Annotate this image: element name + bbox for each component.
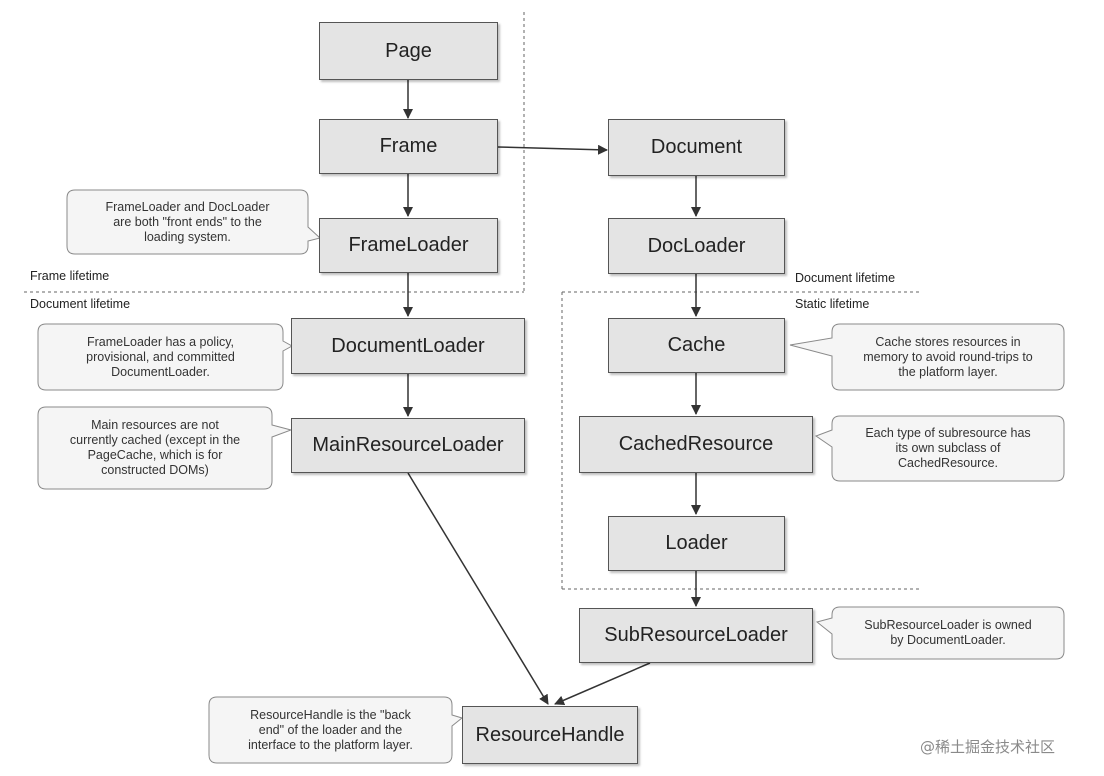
arrow-mainresourceloader-resourcehandle bbox=[407, 472, 549, 705]
note-subresource-owned-shape bbox=[815, 606, 1065, 660]
note-cache-stores-shape bbox=[789, 323, 1065, 391]
arrow-frame-document bbox=[497, 144, 608, 155]
node-frame-loader: FrameLoader bbox=[319, 218, 498, 273]
note-main-resources: Main resources are not currently cached … bbox=[69, 418, 241, 477]
node-doc-loader: DocLoader bbox=[608, 218, 785, 274]
note-resource-handle: ResourceHandle is the "back end" of the … bbox=[248, 707, 413, 752]
note-subresource-type: Each type of subresource has its own sub… bbox=[865, 426, 1031, 470]
node-document-loader: DocumentLoader bbox=[291, 318, 525, 374]
arrows bbox=[403, 80, 701, 706]
region-boundaries bbox=[24, 12, 922, 590]
node-loader: Loader bbox=[608, 516, 785, 571]
note-cache-stores: Cache stores resources in memory to avoi… bbox=[863, 334, 1033, 379]
node-sub-resource-loader: SubResourceLoader bbox=[579, 608, 813, 663]
note-policy: FrameLoader has a policy, provisional, a… bbox=[86, 334, 235, 379]
note-front-ends-shape bbox=[66, 189, 322, 255]
label-document-lifetime-right: Document lifetime bbox=[795, 271, 896, 285]
node-page: Page bbox=[319, 22, 498, 80]
arrow-subresourceloader-resourcehandle bbox=[554, 662, 651, 706]
note-policy-shape bbox=[37, 323, 294, 391]
note-main-resources-shape bbox=[37, 406, 293, 490]
node-document: Document bbox=[608, 119, 785, 176]
node-cached-resource: CachedResource bbox=[579, 416, 813, 473]
note-subresource-type-shape bbox=[814, 415, 1065, 482]
label-static-lifetime: Static lifetime bbox=[795, 297, 870, 311]
watermark-text: @稀土掘金技术社区 bbox=[920, 738, 1056, 756]
note-front-ends: FrameLoader and DocLoader are both "fron… bbox=[105, 199, 270, 244]
node-resource-handle: ResourceHandle bbox=[462, 706, 638, 764]
node-frame: Frame bbox=[319, 119, 498, 174]
note-subresource-owned: SubResourceLoader is owned by DocumentLo… bbox=[864, 618, 1032, 647]
label-frame-lifetime: Frame lifetime bbox=[30, 269, 110, 283]
label-document-lifetime-left: Document lifetime bbox=[30, 297, 131, 311]
note-resource-handle-shape bbox=[208, 696, 464, 764]
note-shapes bbox=[37, 189, 1065, 764]
node-cache: Cache bbox=[608, 318, 785, 373]
node-main-resource-loader: MainResourceLoader bbox=[291, 418, 525, 473]
